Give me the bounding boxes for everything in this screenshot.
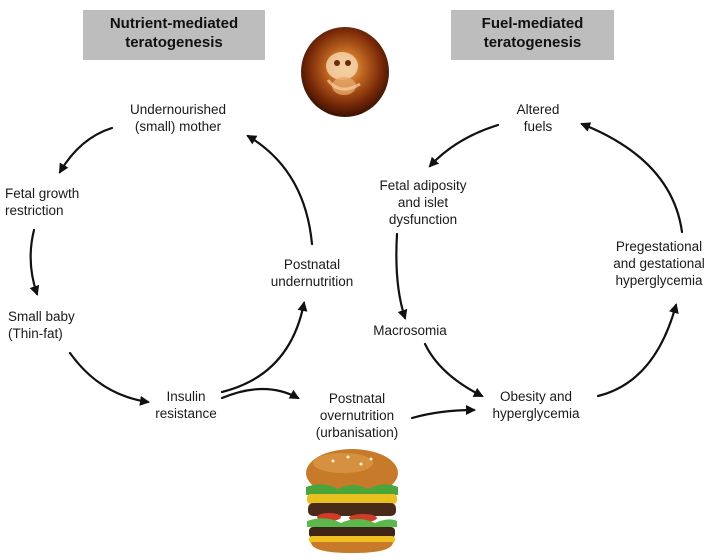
arrow-fetal-to-smallbaby <box>29 228 40 296</box>
arrow-fuels-to-adiposity <box>428 123 500 168</box>
arrow-undernutrition-to-mother <box>246 134 314 246</box>
pregestational-hyperglycemia-label: Pregestational and gestational hyperglyc… <box>613 239 705 288</box>
arrow-obesity-to-pregestational <box>596 303 679 398</box>
fetal-growth-restriction-label: Fetal growth restriction <box>5 186 80 218</box>
nutrient-header-line1: Nutrient-mediated <box>109 15 239 32</box>
undernourished-mother-label: Undernourished (small) mother <box>129 102 227 134</box>
arrow-adiposity-to-macrosomia <box>395 232 408 320</box>
fetal-adiposity-label: Fetal adiposity and islet dysfunction <box>379 178 467 227</box>
fuel-header-line1: Fuel-mediated <box>481 15 584 32</box>
arrow-overnutrition-to-obesity <box>410 405 476 420</box>
burger-image <box>306 449 398 553</box>
altered-fuels-label: Altered fuels <box>516 102 560 134</box>
arrow-smallbaby-to-insulin <box>68 351 150 406</box>
embryo-image <box>301 27 389 117</box>
fuel-header-line2: teratogenesis <box>483 34 582 51</box>
obesity-hyperglycemia-label: Obesity and hyperglycemia <box>492 389 580 421</box>
macrosomia-label: Macrosomia <box>373 323 447 338</box>
fuel-mediated-header: Fuel-mediated teratogenesis <box>451 10 614 60</box>
arrow-mother-to-fetal <box>58 126 114 174</box>
small-baby-label: Small baby (Thin-fat) <box>8 309 75 341</box>
nutrient-header-line2: teratogenesis <box>125 34 223 51</box>
postnatal-overnutrition-label: Postnatal overnutrition (urbanisation) <box>315 391 399 440</box>
arrow-insulin-to-undernutrition <box>220 301 308 394</box>
arrow-pregestational-to-fuels <box>580 122 684 234</box>
arrow-macrosomia-to-obesity <box>423 342 484 398</box>
nutrient-mediated-header: Nutrient-mediated teratogenesis <box>83 10 265 60</box>
insulin-resistance-label: Insulin resistance <box>155 389 217 421</box>
arrow-insulin-to-overnutrition <box>220 387 300 400</box>
postnatal-undernutrition-label: Postnatal undernutrition <box>270 257 354 289</box>
